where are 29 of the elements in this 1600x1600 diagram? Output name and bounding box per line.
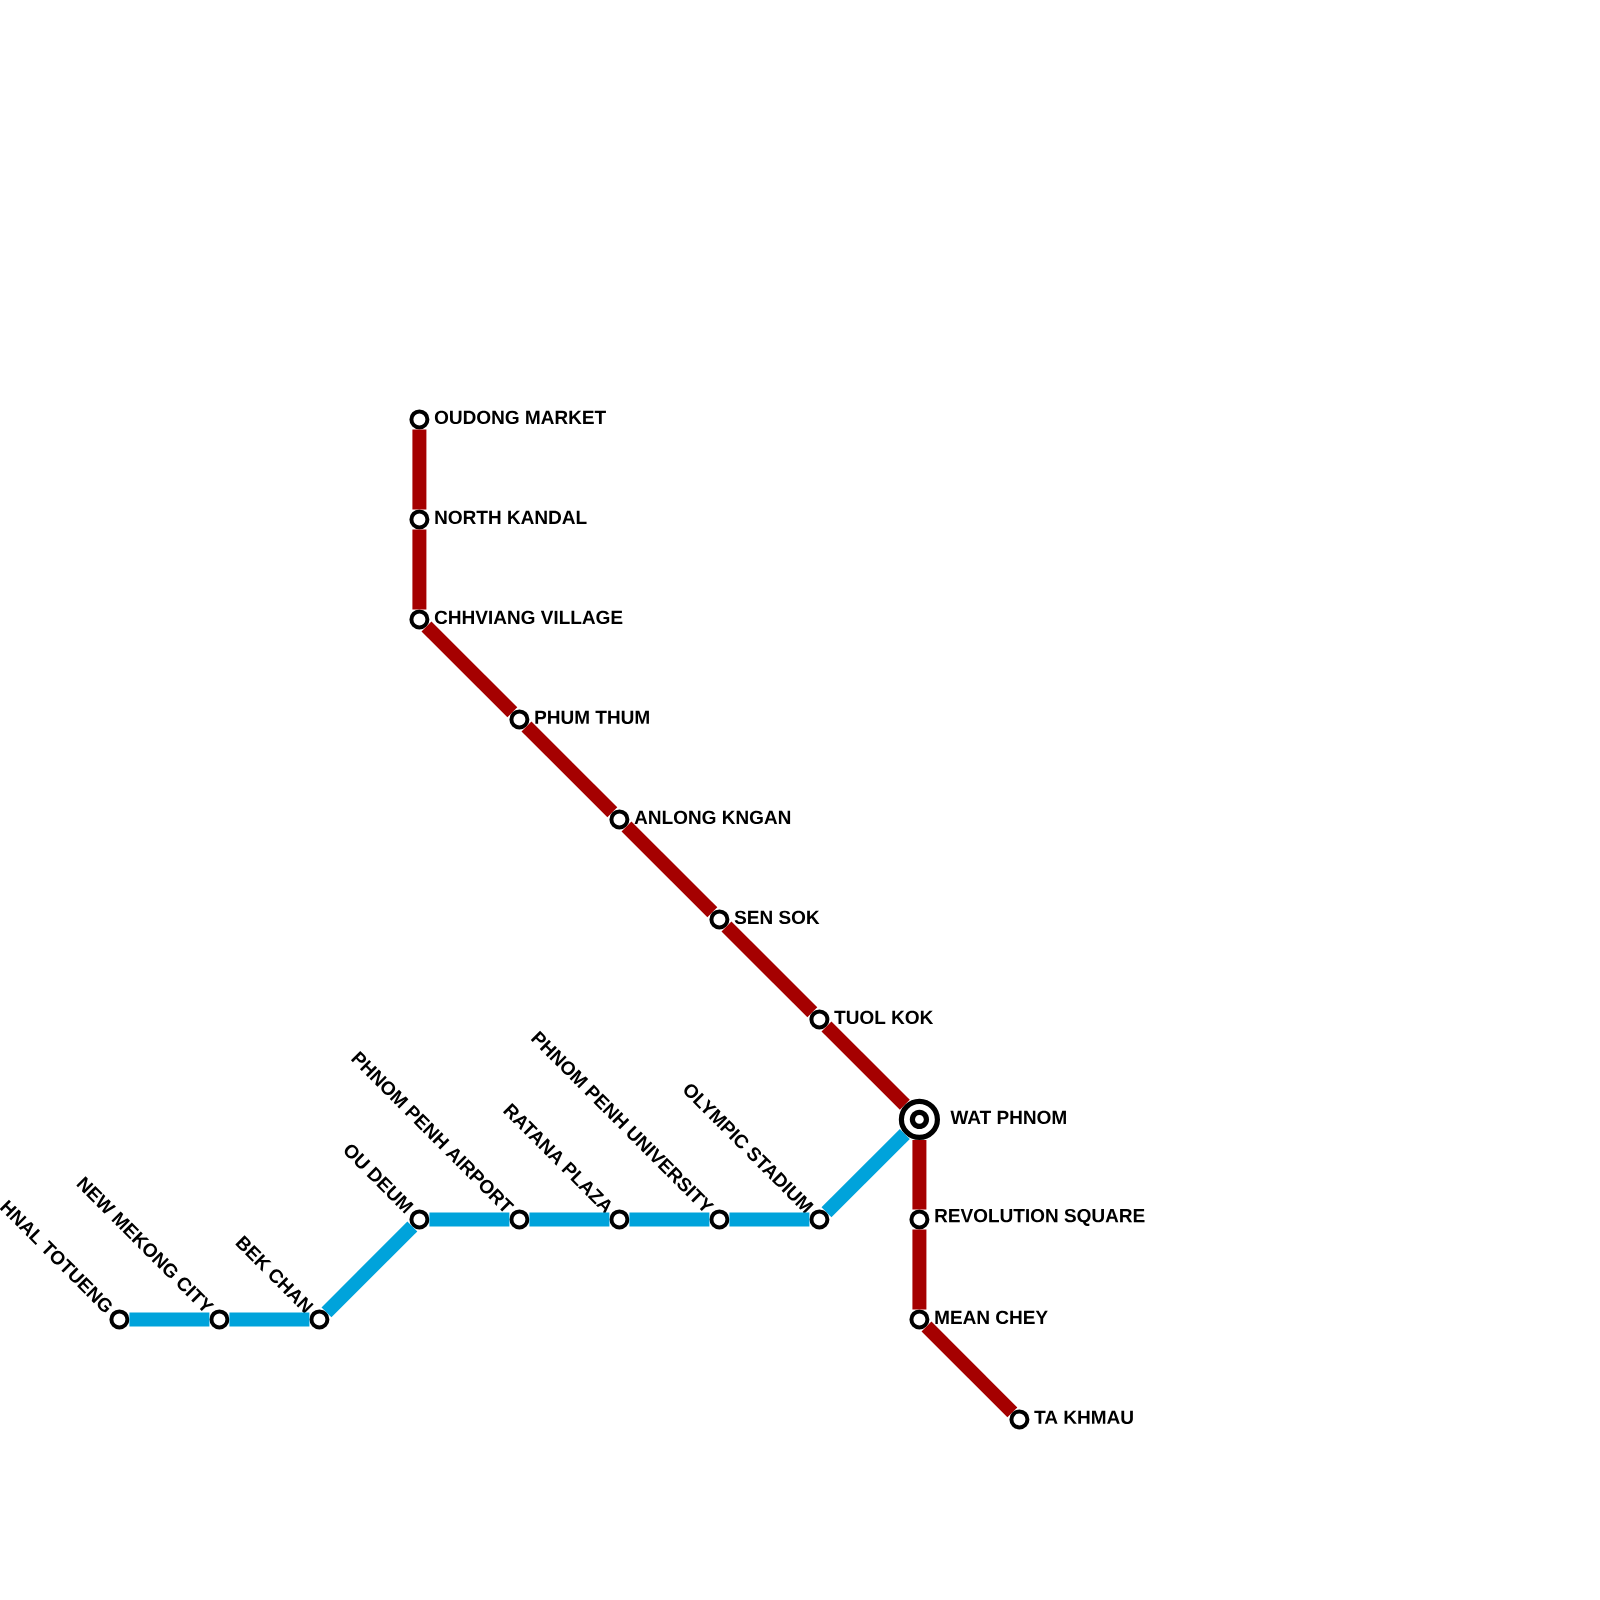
line-segment (412, 529, 427, 610)
station-label: TA KHMAU (1034, 1410, 1133, 1425)
line-segment (229, 1312, 310, 1327)
line-segment (621, 821, 718, 918)
line-segment (721, 921, 818, 1018)
station-label: CHHVIANG VILLAGE (434, 610, 623, 625)
line-segment (129, 1312, 210, 1327)
station-label: WAT PHNOM (950, 1110, 1066, 1125)
line-segment (521, 721, 618, 818)
station-label: OUDONG MARKET (434, 410, 606, 425)
line-segment (321, 1221, 418, 1318)
line-segment (912, 1229, 927, 1310)
station-label: TUOL KOK (834, 1010, 934, 1025)
line-segment (629, 1212, 710, 1227)
line-segment (821, 1021, 910, 1110)
line-segment (921, 1321, 1018, 1418)
line-segment (529, 1212, 610, 1227)
line-segment (421, 621, 518, 718)
line-segment (821, 1129, 910, 1218)
line-segment (412, 429, 427, 510)
line-segment (729, 1212, 810, 1227)
station-label: REVOLUTION SQUARE (935, 1208, 1145, 1226)
line-segment (912, 1140, 927, 1210)
station-label: PHUM THUM (535, 710, 649, 724)
line-segment (429, 1212, 510, 1227)
station-label: SEN SOK (734, 910, 820, 925)
station-label: MEAN CHEY (935, 1310, 1048, 1325)
station-label: NORTH KANDAL (435, 510, 587, 525)
station-label: ANLONG KNGAN (634, 810, 791, 825)
